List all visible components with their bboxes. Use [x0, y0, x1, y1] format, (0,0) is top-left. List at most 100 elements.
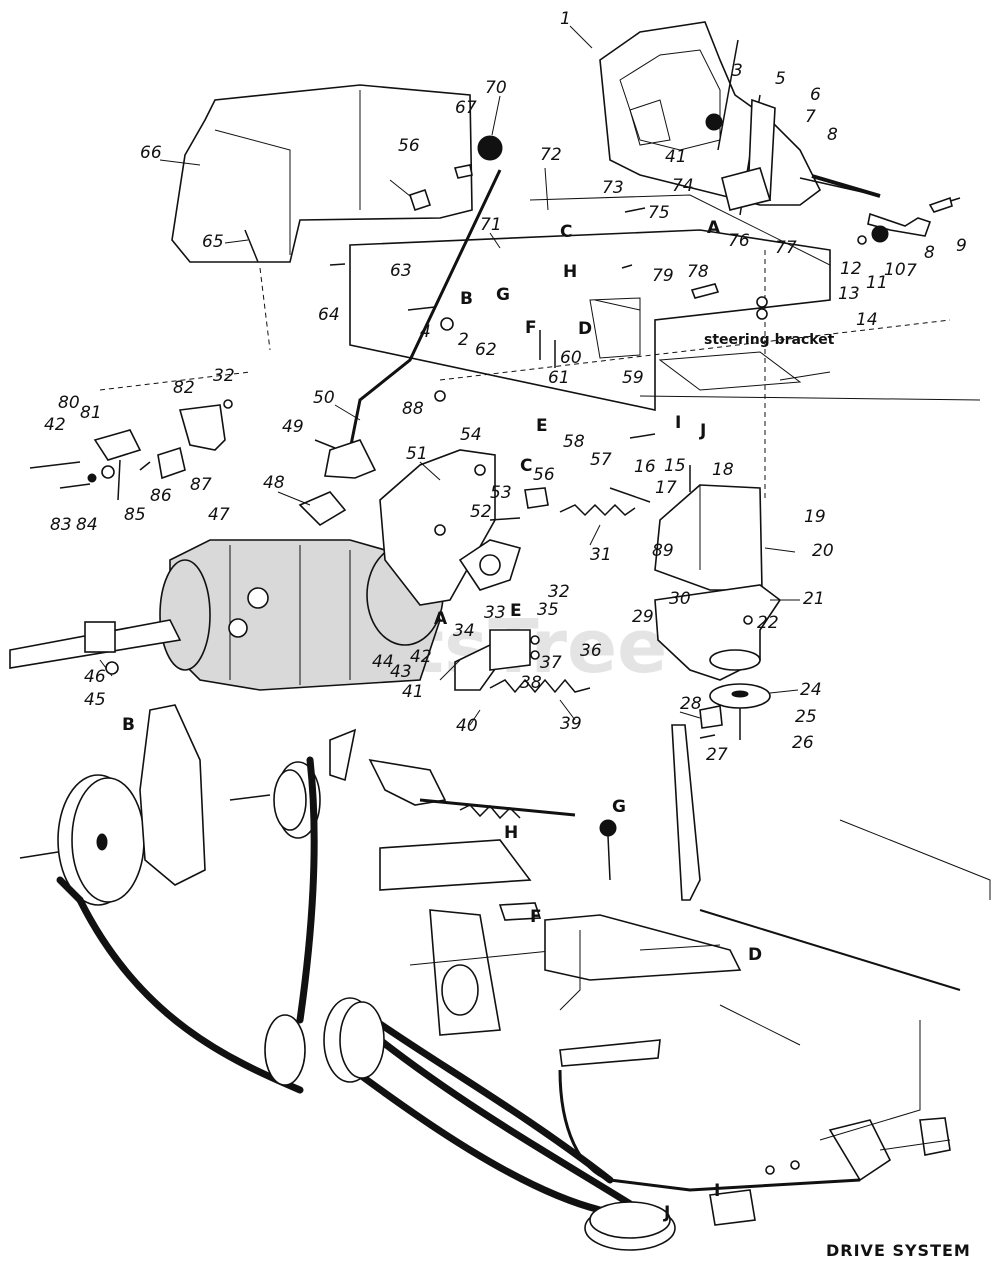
callout-41: 41	[665, 147, 687, 167]
callout-42: 42	[44, 415, 66, 435]
callout-60: 60	[560, 348, 582, 368]
callout-37: 37	[540, 653, 562, 673]
callout-9: 9	[956, 236, 967, 256]
callout-A-upper: A	[707, 218, 721, 238]
callout-52: 52	[470, 502, 492, 522]
clutch-bracket	[654, 484, 763, 591]
callout-I-upper: I	[675, 413, 681, 433]
callout-48: 48	[263, 473, 285, 493]
callout-83: 83	[50, 515, 72, 535]
shift-linkage-left	[29, 371, 251, 501]
callout-71: 71	[480, 215, 502, 235]
tension-spring-31	[559, 503, 636, 517]
callout-F-lower: F	[530, 907, 542, 927]
callout-22: 22	[757, 613, 779, 633]
callout-81: 81	[80, 403, 102, 423]
callout-10: 10	[884, 260, 906, 280]
callout-39: 39	[560, 714, 582, 734]
callout-I-lower: I	[714, 1181, 720, 1201]
callout-41b: 41	[402, 682, 424, 702]
callout-14: 14	[856, 310, 878, 330]
callout-58: 58	[563, 432, 585, 452]
callout-29: 29	[632, 607, 654, 627]
steering-support-plate	[349, 194, 981, 500]
callout-20: 20	[812, 541, 834, 561]
callout-42b: 42	[410, 647, 432, 667]
callout-D-upper: D	[578, 319, 592, 339]
callout-H-lower: H	[504, 823, 518, 843]
diagram-caption: DRIVE SYSTEM	[826, 1241, 971, 1260]
callout-G-lower: G	[612, 797, 626, 817]
callout-43: 43	[390, 662, 412, 682]
callout-7b: 7	[906, 261, 917, 281]
callout-47: 47	[208, 505, 230, 525]
callout-A-middle: A	[434, 609, 448, 629]
callout-80: 80	[58, 393, 80, 413]
callout-6: 6	[810, 85, 821, 105]
steering-shaft-assembly	[705, 39, 881, 216]
callout-28: 28	[680, 694, 702, 714]
callout-H-upper: H	[563, 262, 577, 282]
callout-3: 3	[732, 61, 743, 81]
callout-4: 4	[420, 322, 431, 342]
callout-74: 74	[672, 176, 694, 196]
callout-88: 88	[402, 399, 424, 419]
clutch-plate	[654, 584, 782, 681]
callout-26: 26	[792, 733, 814, 753]
idler-bracket	[379, 449, 522, 606]
drive-pulley-24	[699, 683, 771, 740]
callout-33: 33	[484, 603, 506, 623]
callout-64: 64	[318, 305, 340, 325]
tension-spring-39	[489, 678, 591, 694]
brake-pedal-rod	[558, 1039, 951, 1226]
callout-79: 79	[652, 266, 674, 286]
callout-72: 72	[540, 145, 562, 165]
callout-51: 51	[406, 444, 428, 464]
callout-24: 24	[800, 680, 822, 700]
callout-49: 49	[282, 417, 304, 437]
callout-15: 15	[664, 456, 686, 476]
clutch-arm-parts	[439, 433, 691, 691]
callout-E-upper: E	[536, 416, 548, 436]
callout-C-middle: C	[520, 456, 532, 476]
callout-46: 46	[84, 667, 106, 687]
callout-54: 54	[460, 425, 482, 445]
callout-61: 61	[548, 368, 570, 388]
callout-77: 77	[775, 238, 797, 258]
callout-70: 70	[485, 78, 507, 98]
callout-73: 73	[602, 178, 624, 198]
callout-36: 36	[580, 641, 602, 661]
callout-25: 25	[795, 707, 817, 727]
callout-8: 8	[827, 125, 838, 145]
callout-21: 21	[803, 589, 825, 609]
dash-panel	[171, 84, 503, 351]
callout-45: 45	[84, 690, 106, 710]
callout-27: 27	[706, 745, 728, 765]
callout-63: 63	[390, 261, 412, 281]
tie-rod-right	[857, 196, 961, 245]
callout-G-upper: G	[496, 285, 510, 305]
small-hardware-upper	[329, 207, 768, 402]
callout-50: 50	[313, 388, 335, 408]
callout-7: 7	[805, 107, 816, 127]
steering-shroud	[599, 21, 822, 206]
steering-bracket-note: steering bracket	[704, 332, 835, 348]
callout-5: 5	[775, 69, 786, 89]
engine-pulley-assembly	[19, 704, 357, 906]
callout-E-middle: E	[510, 601, 522, 621]
callout-84: 84	[76, 515, 98, 535]
callout-31: 31	[590, 545, 612, 565]
callout-1: 1	[560, 9, 571, 29]
transaxle	[9, 539, 444, 691]
callout-59: 59	[622, 368, 644, 388]
callout-17: 17	[655, 478, 677, 498]
callout-J-lower: J	[663, 1203, 670, 1223]
drive-belts	[56, 756, 644, 1214]
callout-57: 57	[590, 450, 612, 470]
callout-89: 89	[652, 541, 674, 561]
callout-53: 53	[490, 483, 512, 503]
lower-linkage	[368, 758, 617, 1036]
callout-38: 38	[520, 673, 542, 693]
callout-13: 13	[838, 284, 860, 304]
